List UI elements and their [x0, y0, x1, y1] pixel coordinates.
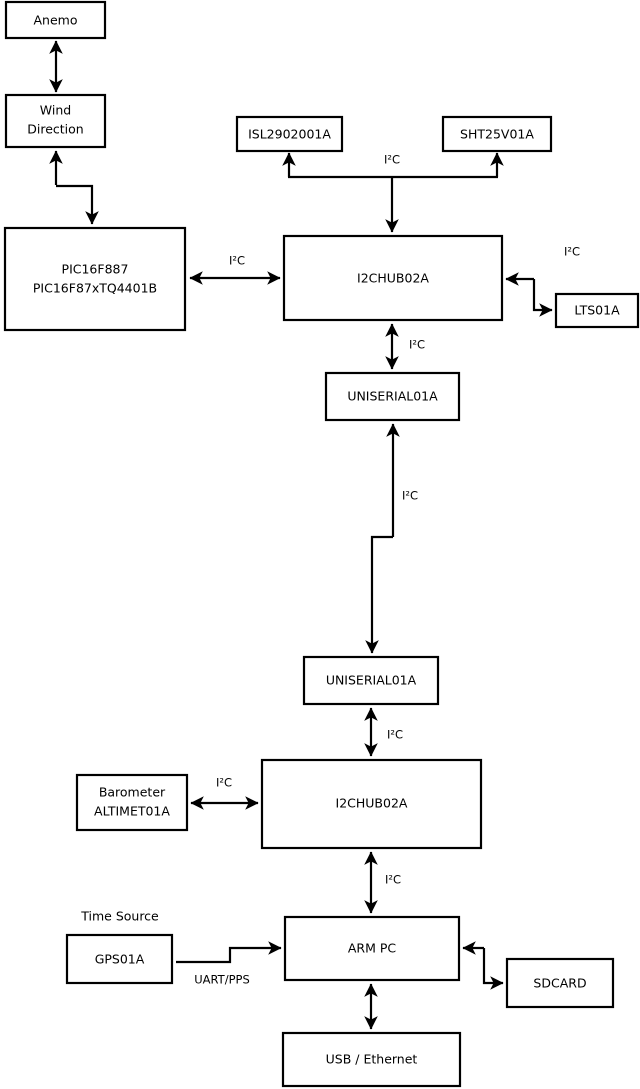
edge-pic-hubtop: I²C [189, 254, 281, 285]
node-rect-pic-mcu[interactable] [3, 226, 187, 332]
node-i2chub02a-bottom[interactable]: I2CHUB02A [260, 758, 483, 850]
edge-label-hubbot-armpc: I²C [385, 873, 401, 887]
node-label-uniserial01a-bottom: UNISERIAL01A [326, 673, 417, 688]
edge-label-hub-lts: I²C [564, 245, 580, 259]
node-arm-pc[interactable]: ARM PC [283, 915, 461, 982]
node-label-sdcard: SDCARD [533, 976, 586, 991]
edge-label-uniserial-link: I²C [402, 489, 418, 503]
node-label-anemo: Anemo [34, 13, 78, 28]
edge-hubbot-armpc: I²C [364, 851, 401, 914]
edge-line-gps-armpc [176, 941, 282, 964]
node-label-pic-line2: PIC16F87xTQ4401B [33, 281, 157, 296]
edge-label-hub-uniserial: I²C [409, 338, 425, 352]
node-pic-mcu[interactable]: PIC16F887 PIC16F87xTQ4401B [3, 226, 187, 332]
node-sdcard[interactable]: SDCARD [505, 957, 615, 1009]
edge-wind-pic [49, 150, 99, 225]
edge-barometer-hubbot: I²C [190, 776, 259, 810]
node-label-barometer-line1: Barometer [99, 785, 166, 800]
node-rect-lts01a[interactable] [554, 292, 640, 329]
edge-label-barometer-hub: I²C [216, 776, 232, 790]
edge-label-gps-armpc: UART/PPS [194, 973, 250, 987]
node-label-pic-line1: PIC16F887 [62, 262, 129, 277]
node-rect-i2chub02a-bottom[interactable] [260, 758, 483, 850]
node-label-sht25v01a: SHT25V01A [460, 127, 534, 142]
node-i2chub02a-top[interactable]: I2CHUB02A [282, 234, 504, 322]
node-label-lts01a: LTS01A [574, 303, 620, 318]
node-label-barometer-line2: ALTIMET01A [94, 804, 170, 819]
edge-hubtop-sensors: I²C [282, 152, 504, 233]
node-label-uniserial01a-top: UNISERIAL01A [347, 389, 438, 404]
edge-uniserialbot-hubbot: I²C [364, 707, 403, 757]
node-anemo[interactable]: Anemo [4, 0, 107, 40]
node-rect-uniserial01a-top[interactable] [324, 371, 461, 422]
node-label-i2chub02a-top: I2CHUB02A [357, 271, 429, 286]
edge-armpc-sdcard [462, 941, 504, 990]
node-rect-isl2902001a[interactable] [235, 115, 344, 153]
edge-hubtop-uniserialtop: I²C [385, 323, 425, 370]
node-rect-usb-ethernet[interactable] [281, 1031, 462, 1088]
node-rect-anemo[interactable] [4, 0, 107, 40]
node-barometer[interactable]: Barometer ALTIMET01A [75, 773, 189, 832]
node-rect-barometer[interactable] [75, 773, 189, 832]
node-lts01a[interactable]: LTS01A [554, 292, 640, 329]
edge-label-pic-hub: I²C [229, 254, 245, 268]
edge-line-uniserial-down [365, 535, 393, 654]
node-label-wind-direction-line1: Wind [40, 103, 71, 118]
node-uniserial01a-top[interactable]: UNISERIAL01A [324, 371, 461, 422]
edge-gps-armpc: UART/PPS [176, 941, 282, 987]
node-rect-arm-pc[interactable] [283, 915, 461, 982]
node-rect-sdcard[interactable] [505, 957, 615, 1009]
edge-label-uniserial-hubbot: I²C [387, 728, 403, 742]
node-uniserial01a-bottom[interactable]: UNISERIAL01A [302, 655, 440, 706]
node-rect-i2chub02a-top[interactable] [282, 234, 504, 322]
node-isl2902001a[interactable]: ISL2902001A [235, 115, 344, 153]
node-usb-ethernet[interactable]: USB / Ethernet [281, 1031, 462, 1088]
edge-uniserial-link: I²C [365, 423, 418, 654]
edge-line-armpc-to-sdcard [482, 948, 504, 990]
node-rect-gps01a[interactable] [65, 933, 174, 985]
edge-label-sensor-bus: I²C [384, 153, 400, 167]
node-label-wind-direction-line2: Direction [27, 122, 83, 137]
node-label-isl2902001a: ISL2902001A [248, 127, 331, 142]
node-label-usb-ethernet: USB / Ethernet [326, 1052, 418, 1067]
edge-line-hub-to-lts [532, 279, 553, 317]
node-rect-sht25v01a[interactable] [441, 115, 553, 153]
label-time-source: Time Source [80, 909, 159, 924]
edge-hubtop-lts: I²C [505, 245, 580, 317]
node-gps01a[interactable]: GPS01A [65, 933, 174, 985]
node-rect-wind-direction[interactable] [4, 93, 107, 149]
node-rect-uniserial01a-bottom[interactable] [302, 655, 440, 706]
node-label-arm-pc: ARM PC [348, 941, 397, 956]
node-sht25v01a[interactable]: SHT25V01A [441, 115, 553, 153]
node-wind-direction[interactable]: Wind Direction [4, 93, 107, 149]
node-label-gps01a: GPS01A [95, 952, 145, 967]
node-label-i2chub02a-bottom: I2CHUB02A [336, 796, 408, 811]
edge-line-pic-down [56, 184, 99, 225]
